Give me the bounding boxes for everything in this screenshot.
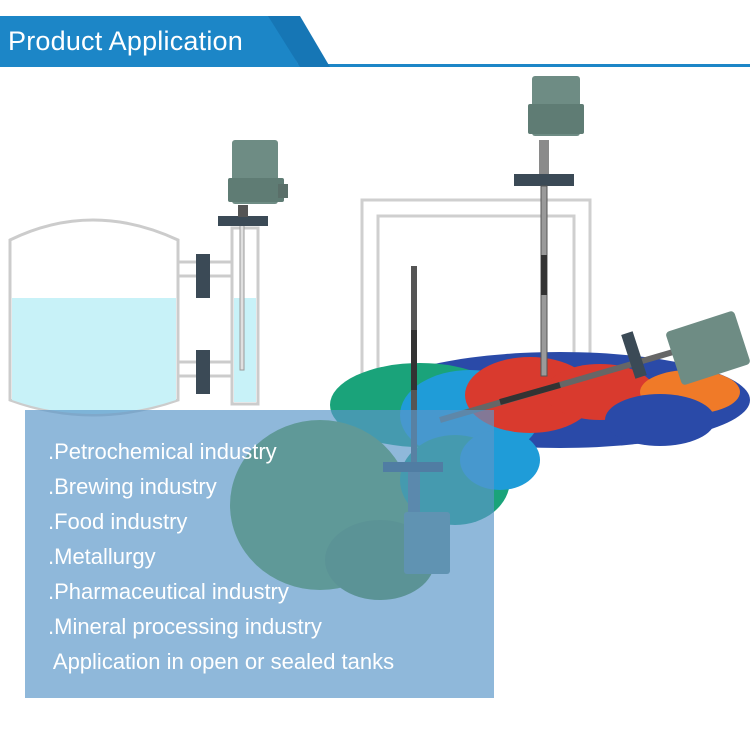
header-divider: [0, 64, 750, 67]
list-item: .Brewing industry: [48, 474, 217, 499]
header-tab: [0, 16, 330, 67]
list-item: .Metallurgy: [48, 544, 156, 569]
list-item: .Mineral processing industry: [48, 614, 322, 639]
angled-level-switch: [439, 311, 750, 423]
list-item: .Petrochemical industry: [48, 439, 277, 464]
page-title: Product Application: [8, 26, 243, 56]
list-item: .Pharmaceutical industry: [48, 579, 289, 604]
top-level-switch: [514, 76, 584, 377]
applications-list: .Petrochemical industry .Brewing industr…: [48, 434, 394, 679]
list-item: .Food industry: [48, 509, 188, 534]
applications-panel: [25, 410, 494, 698]
list-item: Application in open or sealed tanks: [48, 649, 395, 674]
storage-tank: [8, 140, 288, 417]
